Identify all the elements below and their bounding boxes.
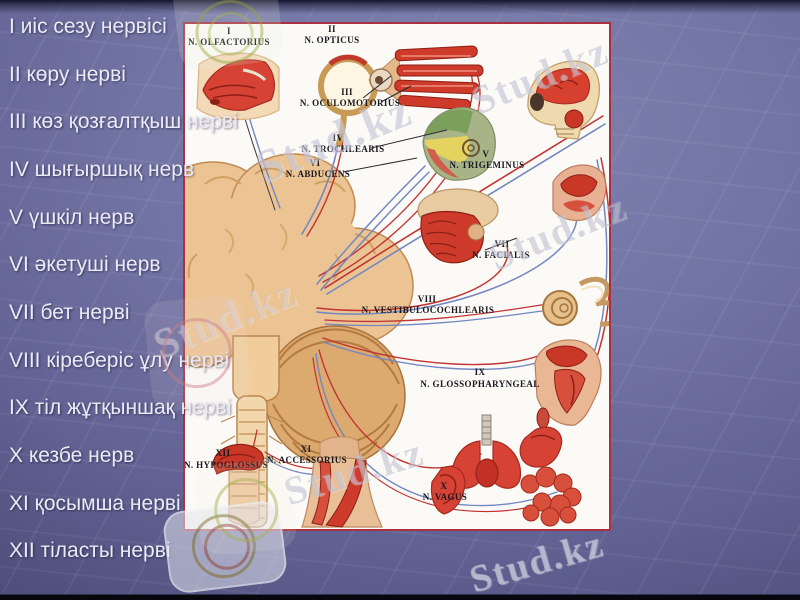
label-numeral: V xyxy=(483,149,490,159)
label-name: N. VESTIBULOCOCHLEARIS xyxy=(362,305,495,315)
inner-ear-cochlea-illustration xyxy=(542,276,609,327)
label-numeral: VI xyxy=(310,158,321,168)
list-item: V үшкіл нерв xyxy=(9,205,135,229)
label-numeral: II xyxy=(328,24,336,34)
nose-olfactory-illustration xyxy=(196,52,280,121)
label-name: N. HYPOGLOSSUS xyxy=(185,460,268,470)
ear-illustration xyxy=(430,465,466,515)
facial-muscles-head-illustration xyxy=(417,188,499,264)
label-name: N. OLFACTORIUS xyxy=(188,37,270,47)
label-name: N. OPTICUS xyxy=(304,35,359,45)
list-item: II көру нерві xyxy=(9,62,126,86)
label-numeral: IX xyxy=(475,367,486,377)
cranial-nerve-list: I иіс сезу нервісі II көру нерві III көз… xyxy=(9,3,238,575)
eye-muscles-oculomotor-illustration xyxy=(368,45,484,111)
list-item: XI қосымша нерві xyxy=(9,491,181,515)
label-numeral: I xyxy=(227,26,231,36)
label-numeral: VIII xyxy=(418,294,437,304)
label-name: N. VAGUS xyxy=(423,492,467,502)
intestines-illustration xyxy=(520,466,582,527)
eyeball-optic-illustration xyxy=(318,54,378,148)
label-name: N. TRIGEMINUS xyxy=(449,160,524,170)
stud-kz-watermark: Stud.kz xyxy=(464,522,609,600)
list-item: IX тіл жұтқыншақ нерві xyxy=(9,396,232,420)
skull-illustration xyxy=(527,60,600,140)
list-item: VII бет нерві xyxy=(9,300,130,324)
label-numeral: X xyxy=(441,481,448,491)
label-name: N. FACIALIS xyxy=(472,250,530,260)
label-numeral: VII xyxy=(495,239,510,249)
pharynx-throat-illustration xyxy=(534,339,602,426)
label-name: N. ACCESSORIUS xyxy=(267,455,347,465)
list-item: III көз қозғалтқыш нерві xyxy=(9,110,238,134)
label-name: N. OCULOMOTORIUS xyxy=(300,98,400,108)
stomach-illustration xyxy=(519,407,563,468)
label-numeral: IV xyxy=(333,133,344,143)
figure-labels: I N. OLFACTORIUS II N. OPTICUS III N. OC… xyxy=(185,24,539,502)
list-item: XII тіласты нерві xyxy=(9,539,171,563)
label-numeral: XII xyxy=(216,448,231,458)
list-item: I иіс сезу нервісі xyxy=(9,14,167,38)
label-numeral: XI xyxy=(301,444,312,454)
label-name: N. GLOSSOPHARYNGEAL xyxy=(420,379,539,389)
list-item: VIII кіреберіс ұлу нерві xyxy=(9,348,230,372)
label-numeral: III xyxy=(341,87,353,97)
cranial-nerves-diagram: I N. OLFACTORIUS II N. OPTICUS III N. OC… xyxy=(185,24,609,528)
label-name: N. ABDUCENS xyxy=(286,169,350,179)
list-item: VI әкетуші нерв xyxy=(9,253,161,277)
neck-muscles-illustration xyxy=(301,436,383,528)
cranial-nerves-figure: I N. OLFACTORIUS II N. OPTICUS III N. OC… xyxy=(183,22,611,531)
nasal-cavity-illustration xyxy=(552,164,607,221)
trigeminal-head-illustration xyxy=(422,106,496,181)
label-leader-lines xyxy=(342,75,518,251)
list-item: X кезбе нерв xyxy=(9,444,135,468)
list-item: IV шығыршық нерв xyxy=(9,157,195,181)
label-name: N. TROCHLEARIS xyxy=(302,144,385,154)
